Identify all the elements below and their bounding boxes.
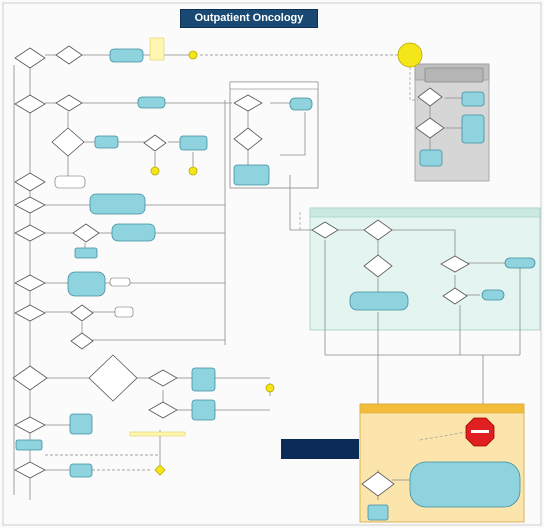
process-1: [109, 48, 144, 63]
decision-27: [442, 287, 468, 305]
decision-1: [14, 47, 46, 69]
decision-4: [55, 94, 83, 112]
decision-18: [148, 401, 178, 419]
process-22: [367, 504, 389, 521]
annotation-tags: [129, 37, 186, 437]
decision-12: [14, 304, 46, 322]
decision-30: [361, 471, 395, 497]
process-16: [349, 291, 409, 311]
process-20: [461, 114, 485, 144]
process-large-note: [409, 461, 521, 508]
decision-8: [14, 196, 46, 214]
page-title: Outpatient Oncology: [180, 9, 318, 28]
connector-circle-icon: [397, 42, 423, 68]
connector-circle-icon: [188, 50, 198, 60]
decision-17: [148, 369, 178, 387]
process-23: [424, 67, 484, 83]
decision-21: [233, 94, 263, 112]
process-14: [289, 97, 313, 111]
decision-22: [233, 127, 263, 151]
process-6: [111, 223, 156, 242]
decision-19: [14, 416, 46, 434]
decision-9: [14, 224, 46, 242]
process-21: [419, 149, 443, 167]
note-1: [54, 175, 86, 189]
decision-25: [363, 254, 393, 278]
decision-16: [88, 354, 138, 402]
connector-circle-icon: [150, 166, 160, 176]
navy-note-box: [281, 439, 359, 459]
decision-29: [415, 117, 445, 139]
process-nodes: [15, 48, 536, 521]
stop-sign-icon: [465, 417, 495, 447]
decision-13: [70, 304, 94, 322]
decision-28: [417, 87, 443, 107]
decision-11: [14, 274, 46, 292]
process-19: [461, 91, 485, 107]
process-3: [94, 135, 119, 149]
note-2: [114, 306, 134, 318]
process-8: [67, 271, 106, 297]
process-12: [15, 439, 43, 451]
process-17: [504, 257, 536, 269]
note-boxes: [54, 175, 134, 318]
decision-5: [51, 127, 85, 157]
connector-diamond-icon: [154, 464, 166, 476]
process-18: [481, 289, 505, 301]
decision-2: [55, 45, 83, 65]
connector-circle-icon: [188, 166, 198, 176]
process-11: [69, 413, 93, 435]
process-13: [69, 463, 93, 478]
process-4: [179, 135, 208, 151]
decision-3: [14, 94, 46, 114]
process-5: [89, 193, 146, 215]
process-9: [191, 367, 216, 392]
process-7: [74, 247, 98, 259]
note-3: [109, 277, 131, 287]
dashed-routes: [299, 67, 467, 441]
yellow-connectors: [150, 42, 423, 476]
process-10: [191, 399, 216, 421]
decision-24: [363, 219, 393, 241]
swimlane-middle-header: [229, 81, 319, 90]
connector-circle-icon: [265, 383, 275, 393]
decision-7: [14, 172, 46, 192]
decision-nodes: [12, 45, 470, 497]
decision-23: [311, 221, 339, 239]
process-15: [233, 164, 270, 186]
decision-10: [72, 223, 100, 243]
decision-6: [143, 134, 167, 152]
decision-26: [440, 255, 470, 273]
swimlane-teal: [309, 207, 541, 331]
decision-14: [70, 332, 94, 350]
decision-15: [12, 365, 48, 391]
process-2: [137, 96, 166, 109]
decision-20: [14, 461, 46, 479]
